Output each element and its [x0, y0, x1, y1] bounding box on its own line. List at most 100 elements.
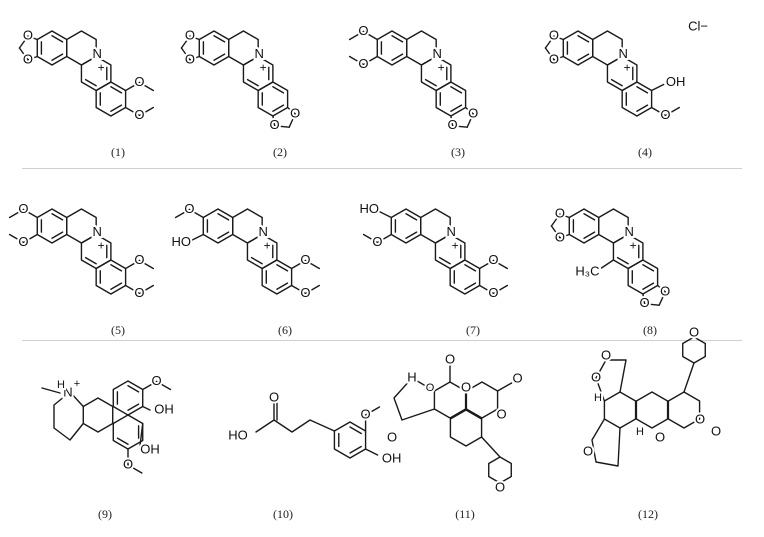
- charge-label: +: [260, 61, 267, 75]
- label-halo: O: [134, 74, 144, 89]
- bond: [27, 55, 38, 61]
- bond: [650, 83, 665, 92]
- nitrogen-label: N: [63, 384, 72, 399]
- bond: [664, 106, 681, 117]
- double-bond: [450, 104, 463, 112]
- furan-oxygen: O: [689, 324, 699, 339]
- double-bond: [51, 213, 64, 221]
- label-halo: O: [426, 382, 435, 394]
- caption-10: (10): [273, 507, 293, 521]
- label-halo: OH: [140, 441, 160, 456]
- oxygen-label: O: [185, 51, 195, 66]
- bond: [364, 448, 379, 456]
- label-halo: O: [660, 283, 670, 298]
- furan-fused-ring: [591, 418, 621, 467]
- double-bond: [450, 86, 463, 94]
- double-bond: [51, 231, 64, 239]
- bond: [286, 106, 296, 115]
- carbonyl-oxygen: O: [601, 347, 611, 362]
- double-bond: [217, 213, 230, 221]
- bond: [480, 436, 501, 458]
- methoxy-oxygen: O: [134, 74, 144, 89]
- caption-4: (4): [638, 145, 652, 159]
- methyl-label: H₃C: [575, 263, 599, 278]
- double-bond: [610, 78, 623, 87]
- oxygen-label: O: [290, 105, 300, 120]
- bond: [180, 47, 191, 61]
- nitrogen-label: N: [446, 224, 455, 239]
- bond: [544, 35, 555, 49]
- carboxyl-hydroxyl: HO: [228, 427, 248, 442]
- label-halo: O: [358, 56, 368, 71]
- lactone-ring: [393, 377, 436, 421]
- oxygen-label: O: [640, 295, 650, 310]
- bond: [544, 47, 555, 61]
- double-bond: [642, 282, 655, 290]
- label-halo: OH: [666, 74, 686, 89]
- bond: [478, 259, 495, 270]
- oxygen-label: O: [555, 206, 565, 221]
- oxygen-label: O: [549, 51, 559, 66]
- double-bond: [577, 35, 590, 43]
- label-halo: O: [555, 206, 565, 221]
- charge-label: +: [452, 239, 459, 253]
- hydroxyl-label: HO: [360, 201, 380, 216]
- bond: [188, 208, 204, 219]
- methoxy-oxygen: O: [152, 373, 162, 388]
- label-halo: N: [624, 224, 633, 239]
- oxygen-label: O: [23, 28, 33, 43]
- bond: [18, 35, 29, 49]
- oxygen-label: O: [185, 28, 195, 43]
- label-halo: +: [74, 378, 80, 390]
- bond: [22, 208, 38, 219]
- label-halo: O: [387, 429, 397, 444]
- bond: [559, 233, 570, 239]
- methoxy-oxygen: O: [358, 56, 368, 71]
- furan-ring-12: [682, 336, 706, 364]
- label-halo: HO: [172, 234, 192, 249]
- bond: [189, 55, 200, 61]
- charge-label: +: [624, 61, 631, 75]
- oxygen-label: O: [270, 117, 280, 132]
- double-bond: [246, 78, 259, 87]
- bond: [27, 35, 38, 41]
- label-halo: O: [361, 406, 371, 421]
- double-bond: [464, 264, 477, 272]
- methoxy-oxygen: O: [300, 252, 310, 267]
- bond: [362, 55, 378, 66]
- bond: [288, 113, 296, 128]
- double-bond: [424, 78, 437, 87]
- ring-oxygen: O: [497, 406, 507, 421]
- oxygen-label: O: [549, 28, 559, 43]
- bond: [290, 284, 307, 295]
- caption-7: (7): [466, 323, 480, 337]
- bond: [550, 213, 561, 227]
- bond: [348, 55, 365, 66]
- double-bond: [636, 86, 649, 94]
- double-bond: [110, 86, 123, 94]
- methoxy-oxygen: O: [358, 23, 368, 38]
- label-halo: O: [300, 252, 310, 267]
- bond: [138, 284, 155, 295]
- label-halo: O: [445, 351, 455, 366]
- nitrogen-label: N: [254, 46, 263, 61]
- double-bond: [616, 256, 629, 265]
- bond: [642, 293, 646, 305]
- label-halo: N: [63, 384, 72, 399]
- bond: [496, 382, 513, 392]
- bond: [658, 291, 666, 306]
- double-bond: [276, 264, 289, 272]
- label-halo: O: [497, 406, 507, 421]
- caption-9: (9): [98, 507, 112, 521]
- lactone-ring-12: [595, 359, 627, 402]
- bond: [348, 30, 365, 41]
- label-halo: HO: [360, 201, 380, 216]
- bond: [273, 125, 290, 128]
- charge-label: +: [438, 61, 445, 75]
- methoxy-oxygen: O: [134, 107, 144, 122]
- bond: [650, 106, 667, 117]
- label-halo: O: [640, 295, 650, 310]
- double-bond: [51, 53, 64, 61]
- ring-12-b: [635, 391, 669, 429]
